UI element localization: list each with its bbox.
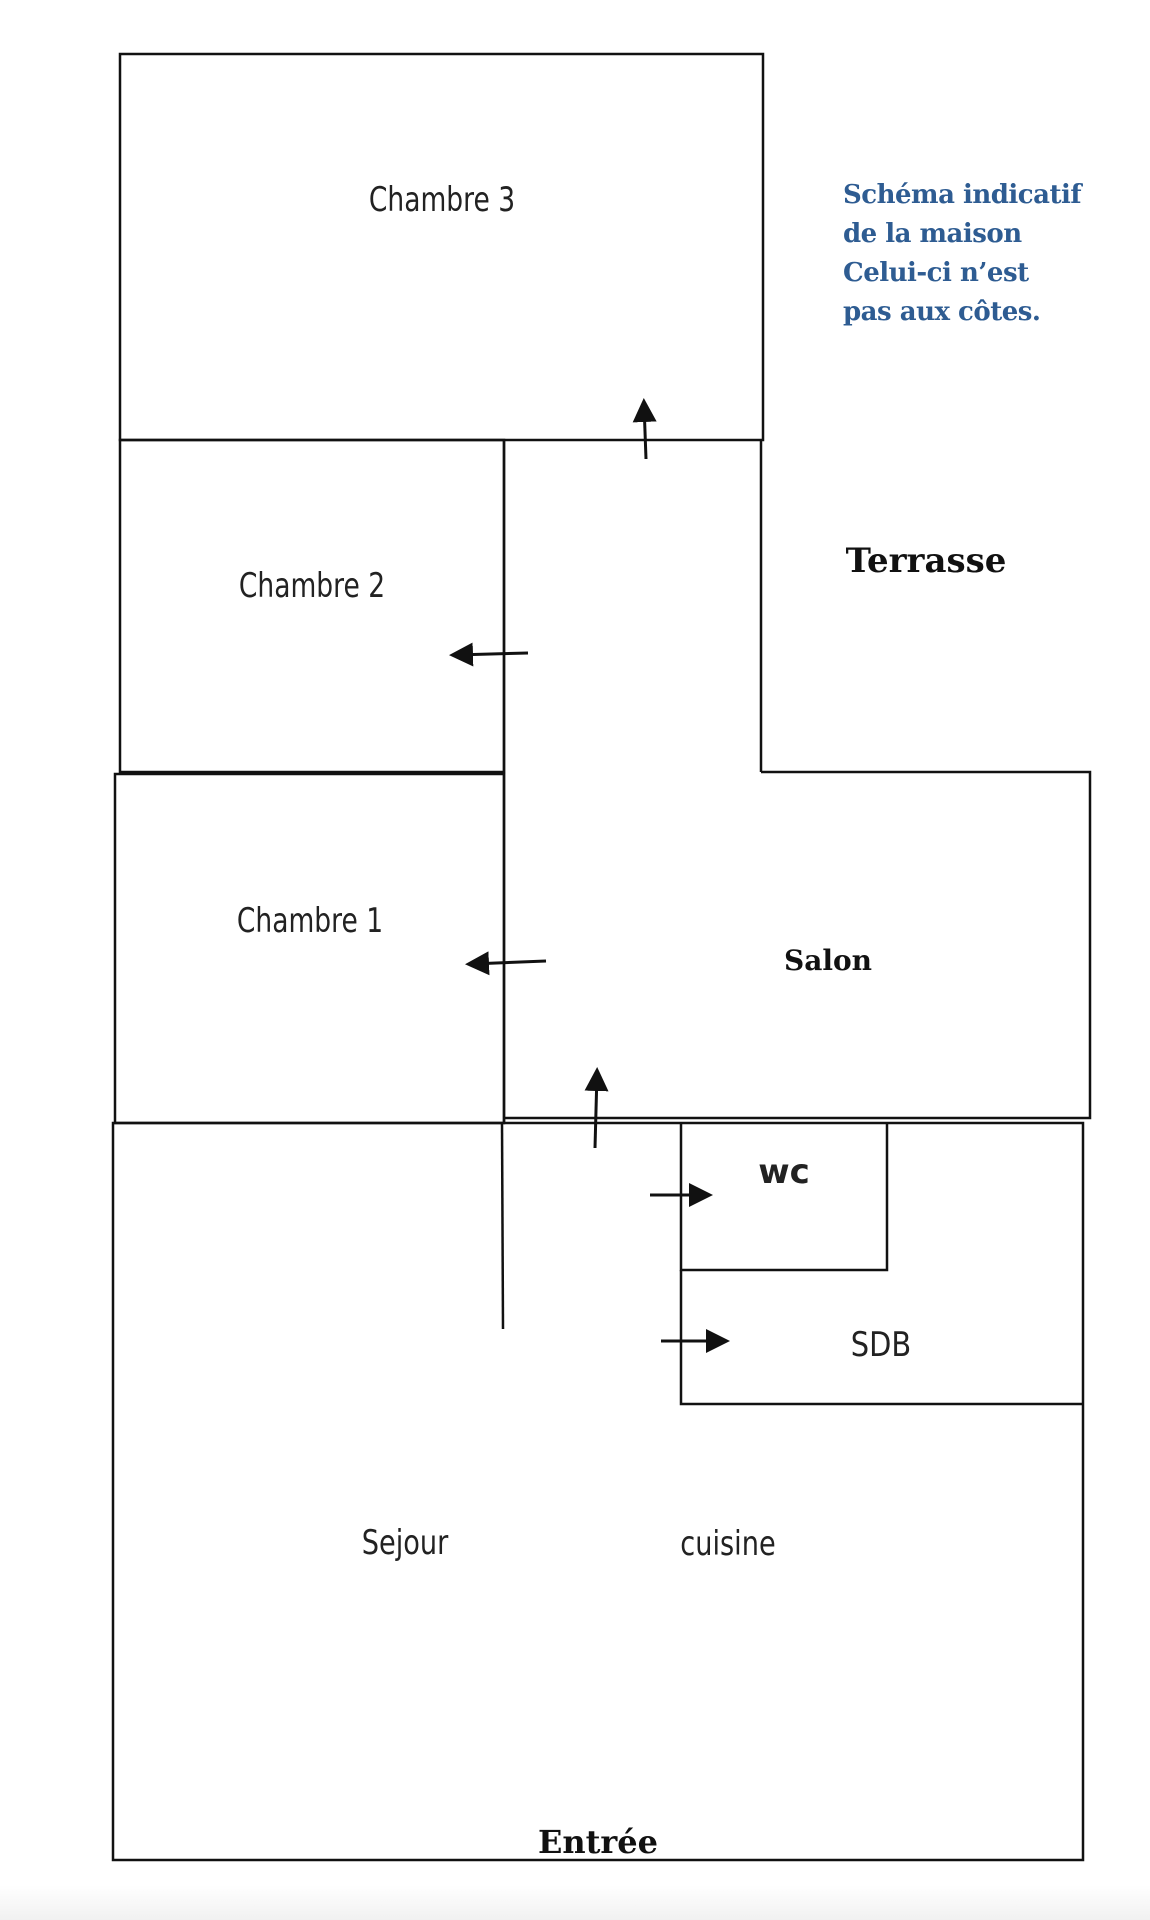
arrow-left-chambre-1-icon	[465, 951, 547, 976]
label-cuisine: cuisine	[680, 1524, 775, 1564]
label-chambre-3: Chambre 3	[369, 181, 515, 220]
disclaimer-note: Schéma indicatif de la maison Celui-ci n…	[843, 176, 1082, 332]
bottom-band	[0, 1885, 1150, 1920]
label-wc: wc	[758, 1152, 810, 1192]
wall-sejour-cuisine	[111, 1121, 1085, 1862]
wall-partition	[500, 1122, 505, 1330]
note-line: Celui-ci n’est	[843, 258, 1029, 288]
note-line: pas aux côtes.	[843, 297, 1041, 327]
wall-chambre-3	[118, 52, 765, 442]
label-chambre-1: Chambre 1	[237, 902, 383, 941]
arrow-up-salon-icon	[584, 1067, 609, 1149]
note-line: Schéma indicatif	[843, 180, 1082, 210]
wall-sdb	[679, 1270, 1083, 1406]
label-sejour: Sejour	[362, 1523, 449, 1563]
arrow-up-chambre-3-icon	[632, 398, 657, 460]
label-entree: Entrée	[538, 1823, 658, 1861]
label-salon: Salon	[784, 944, 872, 977]
label-sdb: SDB	[851, 1326, 911, 1365]
arrow-left-chambre-2-icon	[449, 642, 529, 667]
wall-wc	[679, 1123, 889, 1272]
note-line: de la maison	[843, 219, 1022, 249]
wall-salon	[504, 770, 1092, 1120]
wall-chambre-1	[113, 772, 506, 1125]
label-chambre-2: Chambre 2	[239, 567, 385, 606]
label-terrasse: Terrasse	[846, 541, 1007, 581]
wall-chambre-2	[118, 438, 506, 774]
